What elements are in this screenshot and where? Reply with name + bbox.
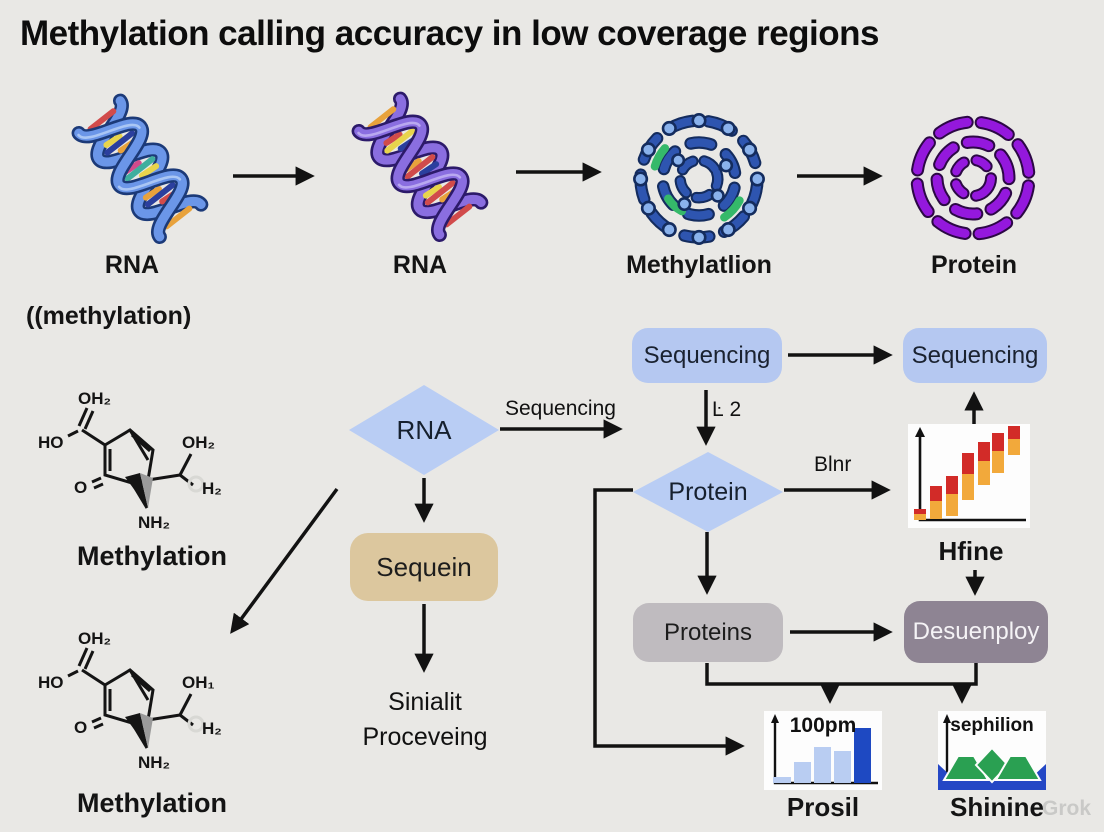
chem1-o-label: O	[74, 478, 87, 497]
shinine-area-shape	[938, 746, 1046, 790]
chem1-right2-label: H₂	[202, 479, 222, 498]
page-title: Methylation calling accuracy in low cove…	[20, 14, 880, 53]
hfile-chart	[908, 424, 1030, 528]
hfile-bar	[992, 433, 1005, 473]
flow-diamond-protein: Protein	[633, 452, 783, 532]
chem1-top-label: OH₂	[78, 389, 111, 408]
prosil-caption: Prosil	[786, 792, 860, 822]
chem1-left-label: HO	[38, 433, 64, 452]
prosil-bar	[813, 746, 832, 783]
chem1-bottom-label: NH₂	[138, 513, 170, 532]
prosil-bar	[833, 751, 852, 783]
flow-box-sequencing-2: Sequencing	[903, 328, 1047, 383]
signal-processing-text: Sinialit Proceveing	[330, 685, 520, 755]
protein-ring-label: Protein	[930, 251, 1018, 279]
watermark-text: Grok	[1042, 797, 1092, 820]
shinine-chart-title: sephilion	[950, 715, 1034, 736]
chem2-right2-label: H₂	[202, 719, 222, 738]
hfile-bar	[961, 453, 974, 500]
hfile-axes	[915, 427, 1026, 522]
methylation-ring-icon	[633, 113, 765, 245]
chem2-caption: Methylation	[76, 788, 227, 818]
chem2-top-label: OH₂	[78, 629, 111, 648]
prosil-bars	[764, 711, 882, 790]
methylation-ring-label: Methylatlion	[626, 251, 772, 279]
hfile-bar	[945, 476, 958, 516]
flow-box-proteins: Proteins	[633, 603, 783, 662]
rna1-sublabel: ((methylation)	[26, 302, 192, 330]
flow-box-sequein: Sequein	[350, 533, 498, 601]
edge-label-l2: Ŀ 2	[712, 398, 742, 421]
prosil-chart: 100pm	[764, 711, 882, 790]
chem2-left-label: HO	[38, 673, 64, 692]
connector-bottom-bus	[705, 663, 978, 686]
dna-helix-purple-icon	[351, 91, 489, 243]
edge-label-blnr: Blnr	[814, 453, 852, 476]
shinine-chart: sephilion	[938, 711, 1046, 790]
rna2-label: RNA	[392, 251, 448, 279]
prosil-bar	[793, 762, 812, 783]
shinine-caption: Shinine	[950, 792, 1044, 822]
chem1-right-label: OH₂	[182, 433, 215, 452]
chem1-caption: Methylation	[76, 541, 227, 571]
chem2-bottom-label: NH₂	[138, 753, 170, 772]
chem-structure-1: OH₂ HO O OH₂ H₂ NH₂	[38, 389, 222, 532]
flow-box-desuenploy: Desuenploy	[904, 601, 1048, 663]
prosil-chart-title: 100pm	[789, 714, 857, 737]
chem2-o-label: O	[74, 718, 87, 737]
protein-ring-icon	[910, 115, 1036, 241]
signal-line1: Sinialit	[388, 688, 462, 716]
hfile-bar	[1008, 426, 1021, 456]
signal-line2: Proceveing	[362, 723, 488, 751]
flow-box-sequencing-1: Sequencing	[632, 328, 782, 383]
rna1-label: RNA	[104, 251, 160, 279]
hfile-bar	[977, 441, 990, 486]
chem2-right-label: OH₁	[182, 673, 215, 692]
dna-helix-blue-icon	[71, 93, 209, 245]
hfile-bar	[914, 509, 927, 520]
hfile-bar	[929, 486, 943, 519]
prosil-bar	[853, 727, 872, 783]
edge-label-sequencing: Sequencing	[505, 397, 616, 420]
chem-structure-2: OH₂ HO O OH₁ H₂ NH₂	[38, 629, 222, 772]
hfile-caption: Hfine	[938, 536, 1004, 566]
prosil-bar	[773, 776, 792, 783]
prosil-axes	[771, 714, 878, 785]
flow-diamond-rna: RNA	[349, 385, 499, 475]
hfile-bars	[908, 424, 1030, 528]
